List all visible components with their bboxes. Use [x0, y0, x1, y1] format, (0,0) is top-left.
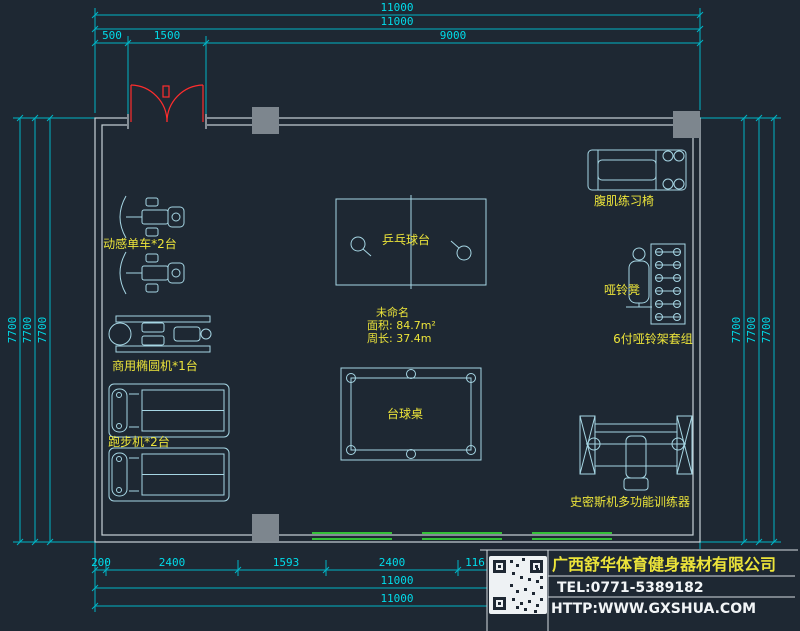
ping-pong-table: [335, 195, 487, 289]
dim-left-2: 7700: [21, 317, 34, 344]
title-block: 广西舒华体育健身器材有限公司 TEL:0771-5389182 HTTP:WWW…: [480, 549, 800, 631]
spin-bikes-label: 动感单车*2台: [103, 236, 177, 251]
dim-top-seg-500: 500: [102, 29, 122, 42]
room-name-label: 未命名: [376, 305, 409, 319]
dim-right-1: 7700: [730, 317, 743, 344]
elliptical-machine: [108, 315, 212, 353]
billiards-label: 台球桌: [387, 406, 423, 421]
dim-bottom-seg-2400a: 2400: [159, 556, 186, 569]
column-top-right: [673, 111, 700, 138]
company-tel: TEL:0771-5389182: [557, 580, 704, 596]
top-dimension-lines: [91, 8, 704, 114]
bottom-wall-windows: [312, 532, 612, 540]
dim-bottom-seg-200: 200: [91, 556, 111, 569]
dumbbell-rack: [650, 243, 686, 325]
entrance-double-door: [130, 84, 204, 123]
spin-bike-2: [119, 251, 185, 295]
billiards-table: [340, 367, 482, 461]
dim-top-total-2: 11000: [380, 15, 413, 28]
right-dimension-lines: [700, 114, 781, 546]
room-perimeter-label: 周长: 37.4m: [367, 332, 431, 345]
room-area-label: 面积: 84.7m²: [367, 319, 436, 332]
column-top-middle: [252, 107, 279, 134]
ab-chair-label: 腹肌练习椅: [594, 193, 654, 208]
company-name: 广西舒华体育健身器材有限公司: [552, 555, 776, 574]
dim-top-seg-1500: 1500: [154, 29, 181, 42]
column-bottom-middle: [252, 514, 279, 541]
paddle-left: [350, 236, 366, 252]
dim-bottom-seg-116: 116: [465, 556, 485, 569]
elliptical-label: 商用椭圆机*1台: [112, 358, 198, 373]
door-tag: [162, 85, 170, 98]
dumbbell-rack-label: 6付哑铃架套组: [613, 331, 693, 346]
dim-bottom-seg-1593: 1593: [273, 556, 300, 569]
dumbbell-bench: [626, 247, 652, 308]
dim-left-1: 7700: [6, 317, 19, 344]
dim-bottom-total-1: 11000: [380, 574, 413, 587]
dumbbell-bench-label: 哑铃凳: [604, 282, 640, 297]
left-dimension-lines: [13, 114, 95, 546]
dim-right-2: 7700: [745, 317, 758, 344]
ping-pong-label: 乒乓球台: [382, 232, 430, 247]
treadmills-label: 跑步机*2台: [108, 434, 170, 449]
paddle-right: [456, 245, 472, 261]
spin-bike-1: [119, 195, 185, 239]
dim-bottom-seg-2400b: 2400: [379, 556, 406, 569]
dim-left-3: 7700: [36, 317, 49, 344]
treadmill-1: [108, 383, 230, 438]
dim-top-total-1: 11000: [380, 1, 413, 14]
dim-bottom-total-2: 11000: [380, 592, 413, 605]
smith-machine: [579, 415, 693, 491]
dim-top-seg-9000: 9000: [440, 29, 467, 42]
company-website: HTTP:WWW.GXSHUA.COM: [551, 601, 756, 617]
qr-code: [489, 556, 547, 614]
ab-exercise-chair: [587, 149, 687, 191]
dim-right-3: 7700: [760, 317, 773, 344]
smith-machine-label: 史密斯机多功能训练器: [570, 494, 690, 509]
treadmill-2: [108, 447, 230, 502]
room-walls: [94, 114, 701, 543]
